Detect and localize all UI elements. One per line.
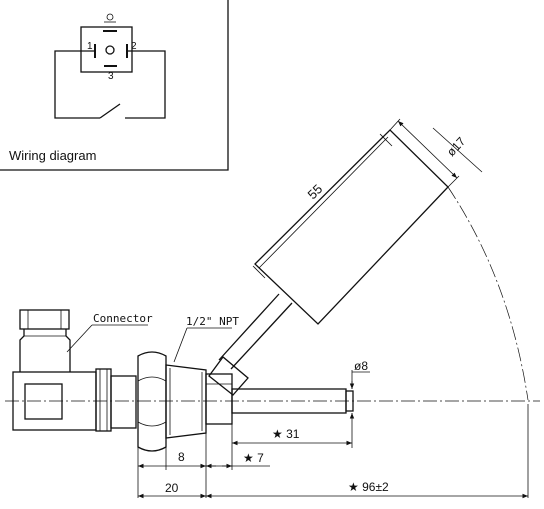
pin-3-label: 3: [108, 71, 114, 82]
float-body: [254, 129, 449, 325]
connector-neck: [19, 329, 71, 372]
wire-left: [54, 50, 100, 119]
offset-label: ★ 7: [243, 451, 264, 465]
npt-thread: [165, 364, 207, 439]
hex-flats: [137, 376, 167, 427]
body-label: 20: [165, 481, 179, 495]
dim-ext-55: [379, 133, 393, 147]
connector-label: Connector: [93, 312, 153, 325]
hex-nut: [137, 351, 167, 452]
wiring-diagram-panel: 1 2 3 Wiring diagram: [0, 0, 229, 171]
float-length-dim: [258, 136, 389, 269]
threaded-body: [165, 364, 233, 439]
float-arm-upper: [218, 293, 280, 361]
float-sweep-arc: [447, 186, 529, 401]
float-length-label: 55: [305, 181, 326, 202]
dim-ext: [447, 175, 460, 188]
float-diameter-dim: [397, 120, 458, 179]
connector-window: [24, 383, 63, 420]
connector-face: [80, 26, 133, 73]
connector-cap: [19, 309, 70, 330]
connector-housing: [12, 309, 137, 432]
ground-symbol-circle: [106, 13, 114, 21]
wire-right: [125, 50, 166, 119]
stem-diameter-label: ø8: [354, 359, 368, 373]
switch-contact: [99, 103, 121, 119]
connector-nut: [95, 368, 112, 432]
wiring-frame: [0, 0, 229, 171]
connector-leader: [66, 324, 93, 353]
thread-label: 1/2" NPT: [186, 315, 239, 328]
wiring-caption: Wiring diagram: [9, 148, 96, 163]
pin-1-label: 1: [87, 41, 93, 52]
pin-2-label: 2: [131, 41, 137, 52]
hex-label: 8: [178, 450, 185, 464]
body-collar: [205, 373, 233, 425]
pivot-block: [208, 356, 249, 396]
center-pin: [105, 45, 115, 55]
float-diameter-label: ø17: [444, 134, 469, 159]
dim-ext: [389, 118, 401, 131]
thread-leader: [173, 327, 188, 363]
coupling: [110, 375, 137, 429]
dim-ext-55: [252, 265, 266, 279]
float-assembly: [208, 129, 449, 396]
stem-length-label: ★ 31: [272, 427, 300, 441]
total-label: ★ 96±2: [348, 480, 389, 494]
float-arm-lower: [230, 302, 293, 370]
stem-tip: [345, 390, 354, 412]
hex-outline: [137, 351, 167, 452]
